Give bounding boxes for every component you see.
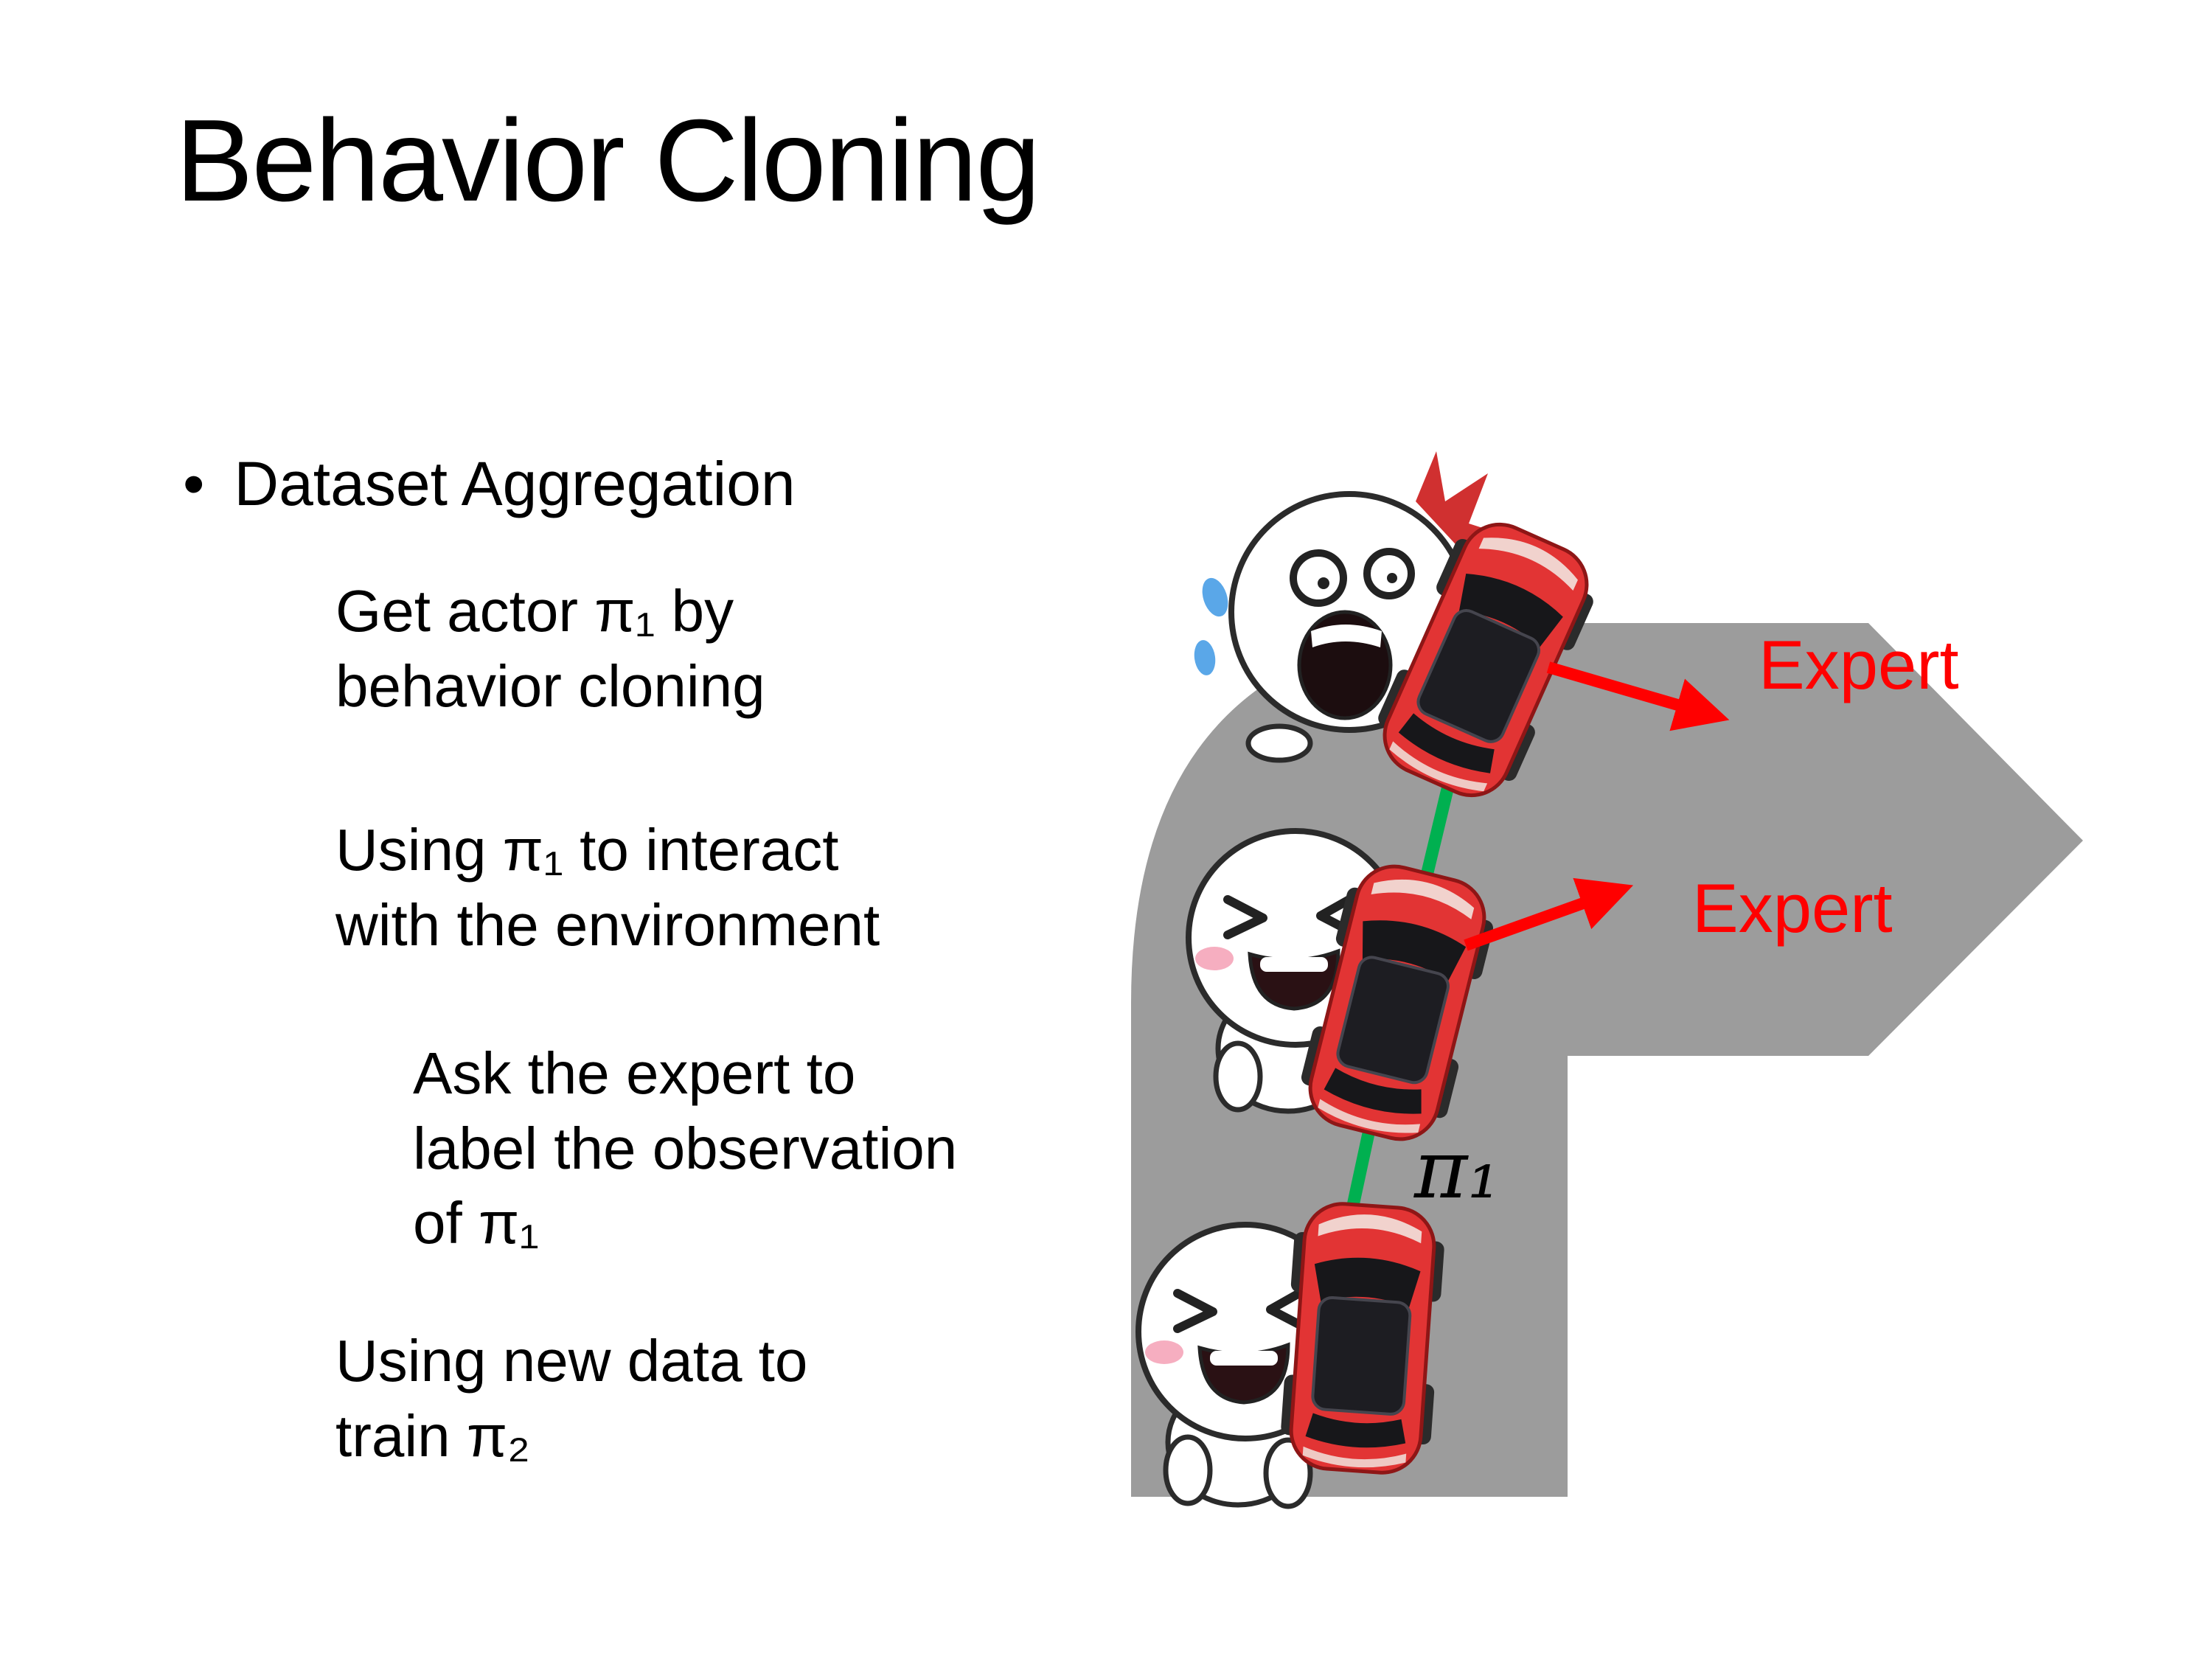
expert-label-top: Expert: [1759, 626, 1959, 703]
page-title: Behavior Cloning: [175, 96, 1040, 226]
expert-label-middle: Expert: [1692, 869, 1893, 947]
bullet-row: • Dataset Aggregation: [183, 448, 796, 520]
car-bottom: [1279, 1200, 1447, 1475]
step-expert-label: Ask the expert to label the observation …: [413, 1040, 958, 1256]
expert-arrow-middle: [1464, 877, 1634, 951]
step-train-pi2: Using new data to train π₂: [335, 1328, 808, 1469]
expert-arrow-top: [1546, 661, 1730, 731]
step-get-actor: Get actor π₁ by behavior cloning: [335, 578, 765, 719]
bullet-text: Dataset Aggregation: [234, 449, 796, 518]
pi1-trajectory-label: π₁: [1414, 1122, 1500, 1217]
step-interact-environment: Using π₁ to interact with the environmen…: [335, 817, 880, 958]
bullet-marker: •: [183, 449, 205, 518]
